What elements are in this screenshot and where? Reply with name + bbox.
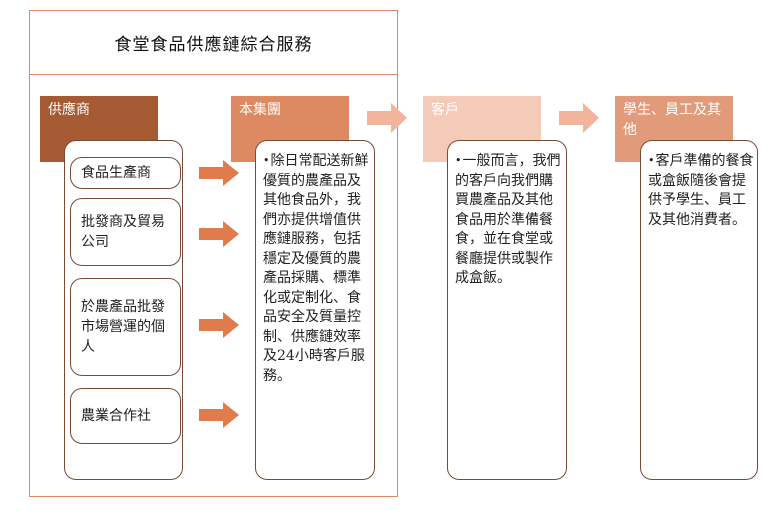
right-arrow-icon	[199, 402, 239, 428]
panel-students	[640, 140, 758, 480]
supplier-item-food-producer: 食品生產商	[70, 157, 181, 189]
diagram-title: 食堂食品供應鏈綜合服務	[29, 10, 398, 75]
supplier-item-market-individual: 於農產品批發市場營運的個人	[70, 278, 181, 376]
service-frame	[29, 10, 398, 497]
group-description: •除日常配送新鮮優質的農產品及其他食品外，我們亦提供增值供應鏈服務，包括穩定及優…	[263, 153, 369, 384]
customer-description: •一般而言，我們的客戶向我們購買農產品及其他食品用於準備餐食，並在食堂或餐廳提供…	[455, 153, 561, 286]
panel-customer	[447, 140, 567, 480]
students-description: •客戶準備的餐食或盒飯隨後會提供予學生、員工及其他消費者。	[648, 153, 754, 228]
panel-group	[255, 140, 375, 480]
right-arrow-icon	[199, 160, 239, 186]
right-arrow-icon	[559, 103, 599, 133]
supplier-item-wholesaler: 批發商及貿易公司	[70, 198, 181, 266]
right-arrow-icon	[367, 103, 407, 133]
bullet-icon: •	[263, 154, 270, 167]
bullet-icon: •	[455, 154, 462, 167]
right-arrow-icon	[199, 312, 239, 338]
right-arrow-icon	[199, 221, 239, 247]
bullet-icon: •	[648, 154, 655, 167]
supplier-item-cooperative: 農業合作社	[70, 388, 181, 444]
